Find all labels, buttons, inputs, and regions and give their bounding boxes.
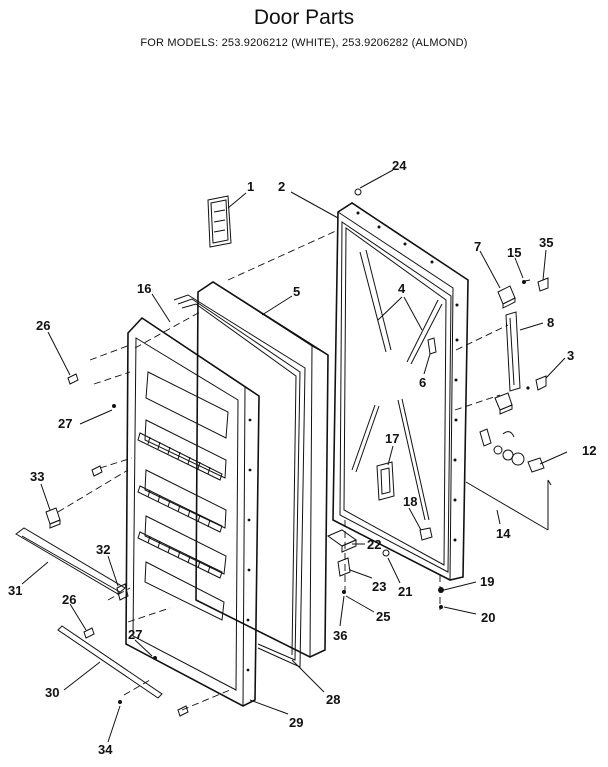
callout-15: 15 bbox=[507, 245, 521, 260]
leader-lines bbox=[21, 169, 568, 743]
callout-24: 24 bbox=[392, 158, 407, 173]
lower-hinge-bracket bbox=[494, 392, 513, 415]
part-7-hinge-cover bbox=[497, 285, 516, 309]
callout-labels: 1 2 24 16 5 4 7 15 35 8 26 6 3 27 17 12 … bbox=[8, 158, 596, 757]
part-8-hinge-strip bbox=[505, 311, 521, 392]
part-12-lock-assembly bbox=[464, 428, 549, 530]
callout-14: 14 bbox=[496, 526, 511, 541]
callout-36: 36 bbox=[333, 628, 347, 643]
callout-2: 2 bbox=[278, 179, 285, 194]
callout-16: 16 bbox=[137, 281, 151, 296]
callout-6: 6 bbox=[419, 375, 426, 390]
callout-26b: 26 bbox=[62, 592, 76, 607]
part-32-bracket bbox=[116, 583, 129, 601]
callout-17: 17 bbox=[385, 431, 399, 446]
callout-4: 4 bbox=[398, 281, 406, 296]
callout-21: 21 bbox=[398, 584, 412, 599]
part-2-outer-door-panel bbox=[332, 202, 469, 581]
callout-31: 31 bbox=[8, 583, 22, 598]
callout-18: 18 bbox=[403, 494, 417, 509]
callout-29: 29 bbox=[289, 715, 303, 730]
part-1-instruction-card bbox=[207, 195, 232, 248]
small-screws bbox=[67, 188, 444, 717]
part-31-trim-strip bbox=[15, 527, 126, 595]
part-22-lower-hinge bbox=[326, 529, 358, 553]
callout-3: 3 bbox=[567, 348, 574, 363]
callout-33: 33 bbox=[30, 469, 44, 484]
model-subtitle: FOR MODELS: 253.9206212 (WHITE), 253.920… bbox=[140, 37, 468, 49]
callout-22: 22 bbox=[367, 537, 381, 552]
part-33-hinge-block bbox=[45, 507, 61, 529]
callout-20: 20 bbox=[481, 610, 495, 625]
alignment-lines bbox=[57, 229, 509, 711]
callout-35: 35 bbox=[539, 235, 553, 250]
callout-32: 32 bbox=[96, 542, 110, 557]
part-15-screw bbox=[522, 279, 531, 284]
page-title: Door Parts bbox=[253, 6, 355, 29]
callout-5: 5 bbox=[293, 284, 300, 299]
callout-34: 34 bbox=[98, 742, 113, 757]
callout-7: 7 bbox=[474, 239, 481, 254]
part-23-hinge-pin bbox=[337, 557, 351, 577]
part-35-cap bbox=[537, 277, 549, 292]
part-16-inner-door-liner bbox=[125, 316, 260, 707]
callout-19: 19 bbox=[480, 574, 494, 589]
callout-30: 30 bbox=[45, 685, 59, 700]
callout-23: 23 bbox=[372, 579, 386, 594]
part-5-door-liner-gasket bbox=[173, 281, 329, 668]
callout-8: 8 bbox=[547, 315, 554, 330]
callout-28: 28 bbox=[326, 692, 340, 707]
callout-25: 25 bbox=[376, 609, 390, 624]
part-14-lock-rod bbox=[465, 479, 552, 531]
callout-12: 12 bbox=[582, 443, 596, 458]
callout-26: 26 bbox=[36, 318, 50, 333]
part-30-bottom-rod bbox=[57, 625, 163, 699]
callout-27: 27 bbox=[58, 416, 72, 431]
callout-1: 1 bbox=[247, 179, 254, 194]
part-3-cap bbox=[526, 375, 547, 391]
callout-27b: 27 bbox=[128, 627, 142, 642]
